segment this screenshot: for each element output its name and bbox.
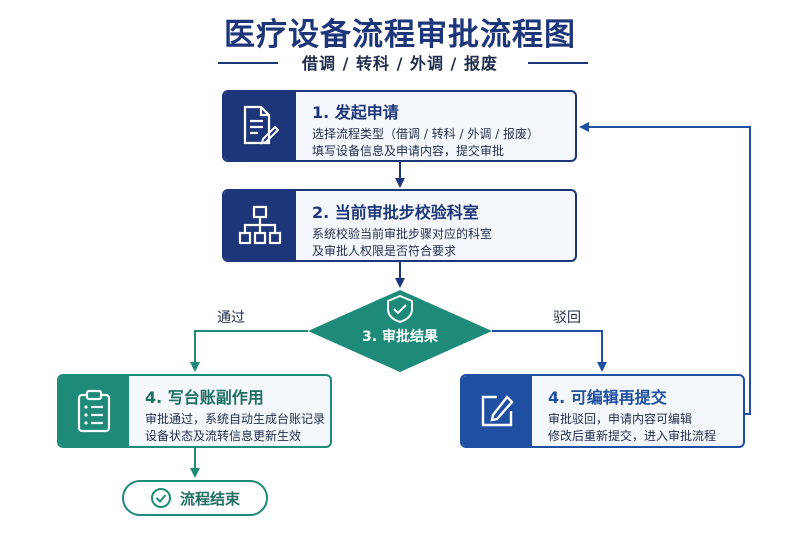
reject-text: 4. 可编辑再提交 审批驳回，申请内容可编辑 修改后重新提交，进入审批流程 — [532, 376, 743, 446]
reject-desc-line1: 审批驳回，申请内容可编辑 — [548, 412, 693, 426]
org-chart-icon — [238, 205, 282, 244]
reject-icon-pane — [462, 376, 532, 446]
step-2-desc-line1: 系统校验当前审批步骤对应的科室 — [312, 227, 493, 241]
decision-diamond — [308, 290, 492, 372]
approve-text: 4. 写台账副作用 审批通过，系统自动生成台账记录 设备状态及流转信息更新生效 — [129, 376, 330, 446]
step-1-icon-pane — [224, 92, 296, 160]
step-1-text: 1. 发起申请 选择流程类型（借调 / 转科 / 外调 / 报废） 填写设备信息… — [296, 92, 575, 160]
shield-check-icon — [387, 294, 413, 324]
approve-branch-label: 通过 — [217, 310, 245, 326]
step-2-text: 2. 当前审批步校验科室 系统校验当前审批步骤对应的科室 及审批人权限是否符合要… — [296, 191, 575, 260]
reject-title: 4. 可编辑再提交 — [548, 388, 667, 407]
check-circle-icon — [150, 488, 171, 508]
reject-branch-label: 驳回 — [553, 310, 581, 326]
arrow-decision-to-approve — [190, 330, 308, 372]
page-title: 医疗设备流程审批流程图 — [224, 17, 576, 53]
step-2-desc-line2: 及审批人权限是否符合要求 — [312, 244, 457, 258]
step-2-title: 2. 当前审批步校验科室 — [312, 203, 479, 222]
edit-square-icon — [481, 395, 514, 427]
step-1-desc-line2: 填写设备信息及申请内容，提交审批 — [312, 144, 505, 158]
subtitle-divider-right — [528, 62, 588, 64]
arrow-decision-to-reject — [492, 330, 607, 372]
reject-box: 4. 可编辑再提交 审批驳回，申请内容可编辑 修改后重新提交，进入审批流程 — [460, 374, 745, 448]
subtitle-row: 借调 / 转科 / 外调 / 报废 — [0, 50, 800, 76]
decision-label: 3. 审批结果 — [362, 329, 438, 345]
end-node: 流程结束 — [122, 480, 268, 516]
step-1-desc-line1: 选择流程类型（借调 / 转科 / 外调 / 报废） — [312, 127, 540, 141]
arrow-resubmit-loop — [579, 122, 751, 415]
approve-desc-line1: 审批通过，系统自动生成台账记录 — [145, 412, 326, 426]
approve-box: 4. 写台账副作用 审批通过，系统自动生成台账记录 设备状态及流转信息更新生效 — [57, 374, 332, 448]
approve-desc-line2: 设备状态及流转信息更新生效 — [145, 429, 302, 443]
approve-title: 4. 写台账副作用 — [145, 388, 264, 407]
clipboard-list-icon — [77, 389, 111, 433]
step-2-icon-pane — [224, 191, 296, 260]
step-1-title: 1. 发起申请 — [312, 103, 399, 122]
approve-icon-pane — [59, 376, 129, 446]
end-label: 流程结束 — [179, 489, 240, 508]
reject-desc-line2: 修改后重新提交，进入审批流程 — [548, 429, 717, 443]
subtitle-divider-left — [218, 62, 278, 64]
step-2-box: 2. 当前审批步校验科室 系统校验当前审批步骤对应的科室 及审批人权限是否符合要… — [222, 189, 577, 262]
document-edit-icon — [243, 105, 279, 145]
subtitle: 借调 / 转科 / 外调 / 报废 — [302, 54, 498, 73]
step-1-box: 1. 发起申请 选择流程类型（借调 / 转科 / 外调 / 报废） 填写设备信息… — [222, 90, 577, 162]
